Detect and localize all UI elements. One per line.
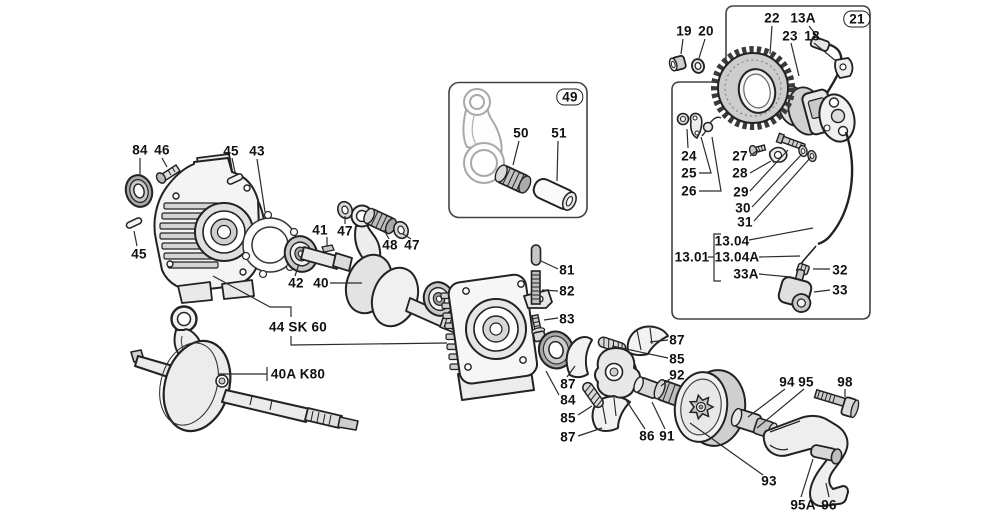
dowel-pin-45-bottom (125, 217, 143, 229)
screw-46 (155, 163, 182, 184)
oil-pump-33 (777, 268, 813, 313)
thrust-washer-47-right (393, 220, 409, 240)
woodruff-key-41 (321, 244, 335, 253)
leader-lines (133, 25, 846, 498)
crankshaft-40A-K80 (130, 305, 359, 433)
dowel-pin-45-top (226, 173, 244, 185)
pawl-kit-24-25-26 (676, 112, 722, 140)
spring-26 (702, 121, 714, 133)
clip-28 (768, 146, 788, 163)
pin-95A (810, 444, 843, 465)
screw-27 (748, 144, 767, 157)
needle-cage-50 (494, 164, 532, 194)
clutch-assembly (565, 325, 684, 432)
oil-hose-13-04 (817, 131, 854, 246)
clutch-spring-85-lower (582, 381, 604, 409)
spark-plug-boot-13A (809, 36, 831, 52)
spark-plug-wire (825, 42, 843, 94)
ignition-assembly (777, 36, 856, 269)
washer-30 (798, 144, 808, 158)
crankcase-flywheel-side (153, 153, 267, 304)
group-box-49-outline (448, 81, 588, 219)
piston-pin-51 (532, 178, 577, 211)
guard-96 (762, 415, 849, 508)
washer-20 (691, 58, 705, 74)
stud-82 (530, 270, 541, 305)
bolt-98 (813, 388, 860, 419)
thrust-washer-47-left (337, 200, 353, 220)
nut-19 (668, 54, 687, 72)
crankcase-clutch-side (440, 273, 553, 401)
clutch-shoe-87-left (565, 336, 593, 379)
oil-seal-84-right (537, 330, 575, 370)
stud-81 (530, 244, 542, 266)
clutch-drum-93 (673, 369, 747, 447)
oil-seal-84-left (124, 174, 154, 208)
connecting-rod-ghost (462, 88, 505, 184)
flywheel-22 (711, 46, 795, 130)
